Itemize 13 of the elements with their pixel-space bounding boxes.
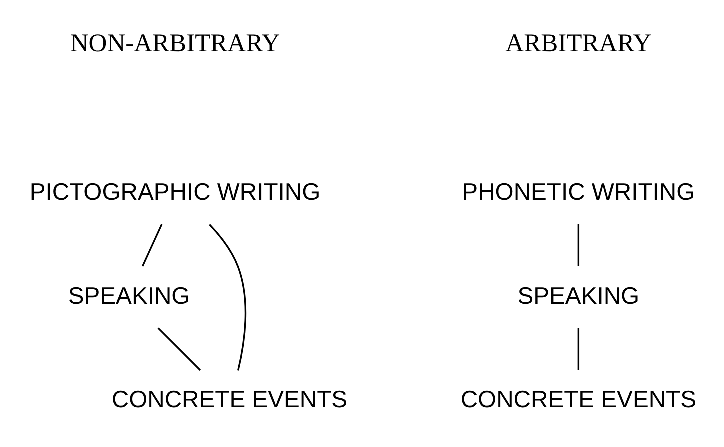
- connector: [577, 328, 580, 370]
- label: NON-ARBITRARY: [70, 28, 280, 58]
- connector: [577, 224, 580, 267]
- node-text: SPEAKING: [517, 282, 640, 310]
- label: ARBITRARY: [505, 28, 652, 58]
- node-text: PHONETIC WRITING: [462, 179, 695, 206]
- node-text: PICTOGRAPHIC WRITING: [29, 179, 320, 206]
- node-text: CONCRETE EVENTS: [460, 386, 696, 414]
- connector: [208, 224, 246, 371]
- connector: [157, 328, 200, 371]
- node-text: CONCRETE EVENTS: [111, 386, 348, 414]
- connector: [141, 224, 162, 267]
- node-text: SPEAKING: [68, 282, 190, 310]
